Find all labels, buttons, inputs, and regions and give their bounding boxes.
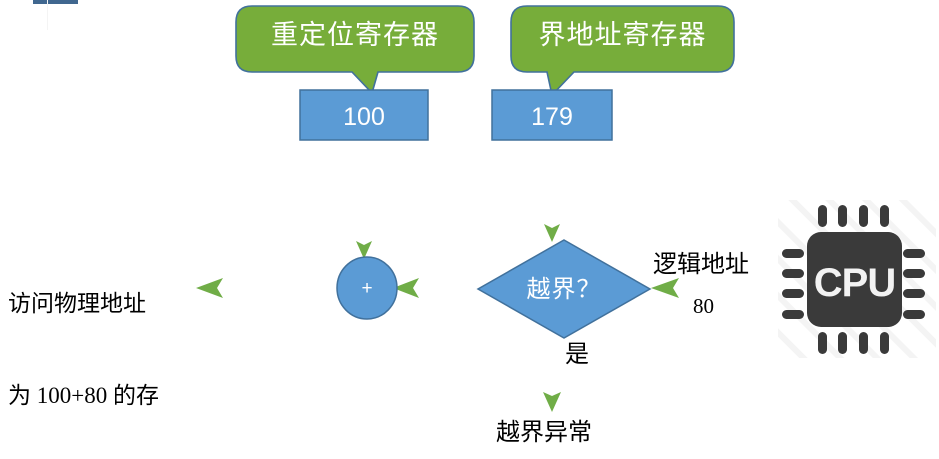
shape-decision-diamond [476,239,652,339]
shape-adder-circle [336,256,398,320]
output-memory-access: 访问物理地址 为 100+80 的存 储单元 [8,228,208,459]
edge-limit-to-decision [544,140,560,242]
edge-label-logical-address-value: 80 [693,294,714,318]
edge-relocation-to-adder [356,140,372,259]
output-memory-access-line-2: 为 100+80 的存 [8,382,159,408]
box-limit-value [491,89,613,141]
cpu-label: CPU [813,261,896,305]
callout-limit-register [510,5,735,97]
callout-relocation-register [235,5,475,95]
decision-label-out-of-range: 越界？ [526,277,602,303]
window-bar-edge [47,0,48,30]
edge-label-yes: 是 [565,342,589,368]
value-relocation-register: 100 [343,103,385,131]
cpu-icon [778,200,936,358]
edge-label-logical-address: 逻辑地址 [653,252,749,278]
callout-label-relocation-register: 重定位寄存器 [271,20,439,50]
adder-label-plus: + [361,278,373,299]
callout-label-limit-register: 界地址寄存器 [538,20,707,50]
edge-decision-to-adder [393,278,478,298]
edge-cpu-to-decision [651,278,782,298]
window-bar-fragment [33,0,78,4]
box-relocation-value [299,89,429,141]
edge-decision-to-exception [543,338,561,412]
output-memory-access-line-1: 访问物理地址 [8,291,146,317]
output-exception: 越界异常 [496,420,592,446]
value-limit-register: 179 [531,103,573,131]
edge-adder-to-memory-access [196,278,338,298]
